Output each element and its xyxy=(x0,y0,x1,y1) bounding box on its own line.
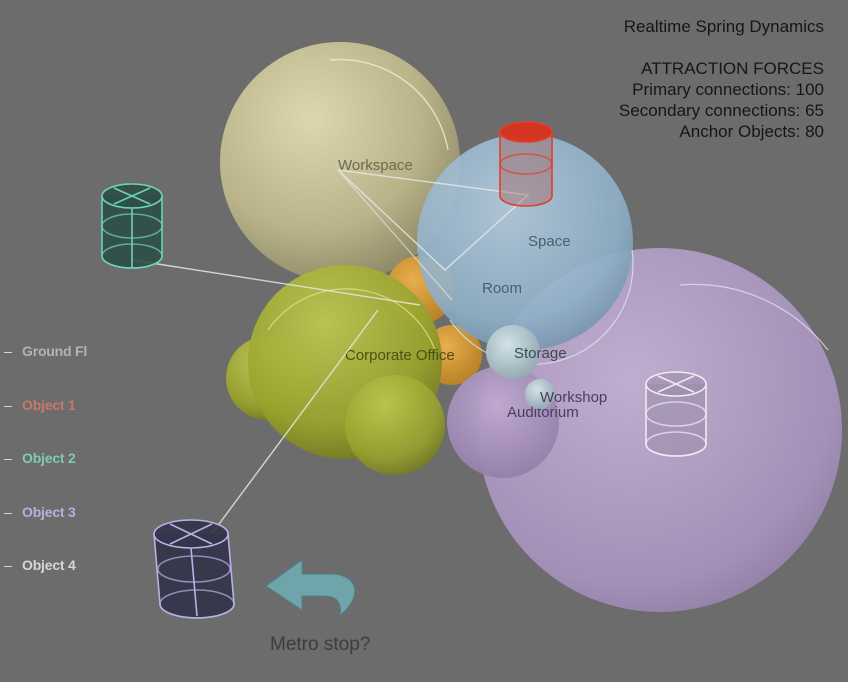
object-3-cylinder[interactable] xyxy=(153,519,235,619)
room-label: Room xyxy=(482,280,522,297)
secondary-connections-value: Secondary connections: 65 xyxy=(618,101,824,120)
auditorium-label: Auditorium xyxy=(507,404,579,421)
workshop-label: Workshop xyxy=(540,389,607,406)
primary-connections-value: Primary connections: 100 xyxy=(632,80,824,99)
legend-item-ground-fl[interactable]: Ground Fl xyxy=(4,343,87,359)
workspace-sphere[interactable]: Workspace xyxy=(220,42,460,282)
metro-stop-annotation: Metro stop? xyxy=(270,634,371,655)
attraction-forces-heading: ATTRACTION FORCES xyxy=(641,59,824,78)
workspace-label: Workspace xyxy=(338,157,413,174)
storage-sphere[interactable]: Storage xyxy=(486,325,567,409)
hud-title: Realtime Spring Dynamics xyxy=(623,17,824,36)
tick-icon xyxy=(4,351,12,353)
legend-label: Ground Fl xyxy=(22,343,88,359)
hud-panel: Realtime Spring Dynamics ATTRACTION FORC… xyxy=(524,16,824,142)
legend-item-object-3[interactable]: Object 3 xyxy=(4,504,76,520)
anchor-objects-value: Anchor Objects: 80 xyxy=(679,122,824,141)
legend-label: Object 4 xyxy=(22,557,76,573)
tick-icon xyxy=(4,512,12,514)
object-2-cylinder[interactable] xyxy=(101,183,163,269)
corporate-office-sphere[interactable]: Corporate Office xyxy=(226,265,455,475)
legend-label: Object 1 xyxy=(22,397,76,413)
legend-label: Object 2 xyxy=(22,450,76,466)
spring-connections xyxy=(131,169,530,556)
legend-item-object-1[interactable]: Object 1 xyxy=(4,397,76,413)
space-label: Space xyxy=(528,233,571,250)
object-1-cylinder[interactable] xyxy=(499,121,553,207)
tick-icon xyxy=(4,405,12,407)
workshop-cylinder[interactable] xyxy=(645,371,707,457)
storage-label: Storage xyxy=(514,345,567,362)
tick-icon xyxy=(4,458,12,460)
curved-arrow-icon xyxy=(265,559,356,617)
legend-item-object-4[interactable]: Object 4 xyxy=(4,557,76,573)
legend-item-object-2[interactable]: Object 2 xyxy=(4,450,76,466)
corporate-office-label: Corporate Office xyxy=(345,347,455,364)
tick-icon xyxy=(4,565,12,567)
legend-label: Object 3 xyxy=(22,504,76,520)
